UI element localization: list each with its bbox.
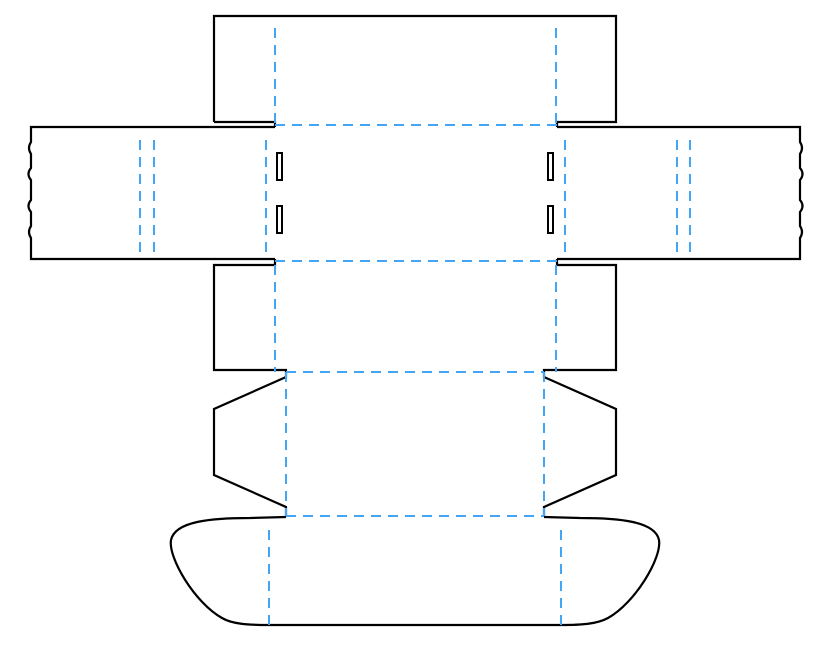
- lock-slot-right-upper: [547, 152, 554, 181]
- left-side-panel-outline: [27, 125, 275, 261]
- front-panel-outline: [212, 259, 288, 517]
- front-panel-right-outline: [542, 259, 618, 517]
- lock-slot-left-lower: [276, 205, 283, 234]
- lock-slot-left-upper: [276, 152, 283, 181]
- tuck-flap-outline: [169, 515, 661, 627]
- fold-lines: [139, 28, 691, 625]
- cut-lines: [27, 14, 804, 627]
- lock-slot-right-lower: [547, 205, 554, 234]
- right-side-panel-outline: [557, 125, 804, 261]
